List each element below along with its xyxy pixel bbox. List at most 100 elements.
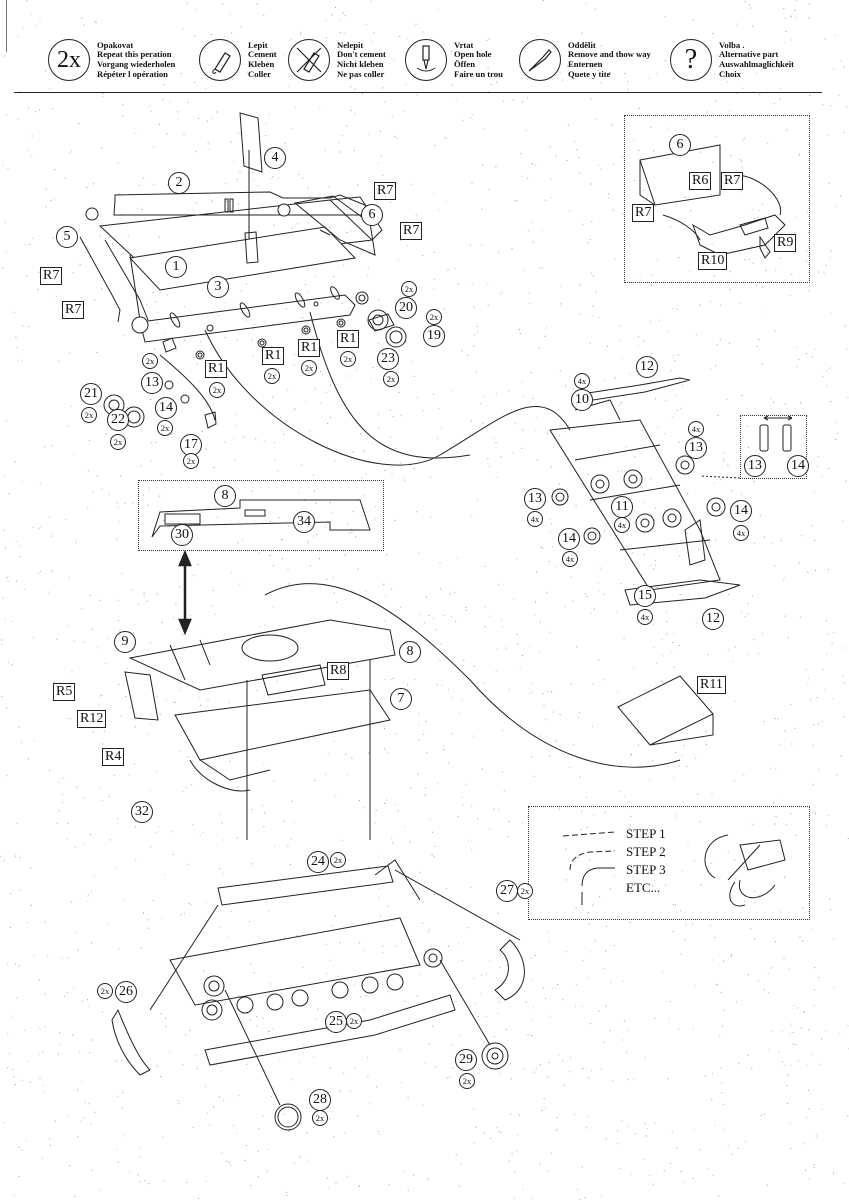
symbol-legend: 2x Opakovat Repeat this peration Vorgang…	[0, 28, 849, 92]
part-callout-25: 25	[325, 1011, 347, 1033]
part-callout-7: 7	[390, 688, 412, 710]
part-callout-13-right: 13	[685, 437, 707, 459]
legend-cement: Lepit Cement Kleben Coller	[199, 28, 277, 92]
part-callout-19: 19	[423, 325, 445, 347]
suspension-assembly	[549, 377, 741, 606]
qty-2x-23: 2x	[383, 371, 399, 387]
legend-remove-text: Oddělit Remove and thow way Enternen Que…	[568, 39, 651, 79]
part-callout-29: 29	[455, 1049, 477, 1071]
part-callout-20: 20	[395, 297, 417, 319]
part-callout-13-left: 13	[524, 488, 546, 510]
part-callout-23: 23	[377, 348, 399, 370]
qty-2x-22: 2x	[110, 434, 126, 450]
resin-label-r1-d: R1	[337, 330, 360, 348]
legend-divider	[14, 92, 822, 93]
qty-4x-14-left: 4x	[562, 551, 578, 567]
part-callout-6-inset: 6	[669, 134, 691, 156]
part-callout-14-upper: 14	[155, 397, 177, 419]
inset-bumper-box	[624, 115, 810, 283]
knife-cut-icon	[519, 39, 561, 81]
qty-2x-14: 2x	[157, 420, 173, 436]
part-callout-13-upper: 13	[141, 372, 163, 394]
step-legend-step-1: STEP 1	[626, 826, 666, 841]
qty-4x-10: 4x	[574, 373, 590, 389]
part-callout-1: 1	[165, 256, 187, 278]
resin-label-r9: R9	[774, 234, 797, 252]
qty-2x-r1-c: 2x	[340, 351, 356, 367]
part-callout-11: 11	[611, 496, 633, 518]
resin-part-r11-block	[617, 675, 714, 746]
part-callout-13-inset: 13	[744, 455, 766, 477]
qty-2x-27: 2x	[517, 883, 533, 899]
part-callout-9: 9	[114, 631, 136, 653]
resin-label-r11: R11	[697, 676, 726, 694]
legend-drill: Vrtat Open hole Öffen Faire un trou	[405, 28, 503, 92]
qty-2x-29: 2x	[459, 1073, 475, 1089]
part-callout-14-left: 14	[558, 528, 580, 550]
step-legend-step-2: STEP 2	[626, 844, 666, 859]
qty-2x-r1-a: 2x	[264, 368, 280, 384]
part-callout-34: 34	[293, 511, 315, 533]
qty-4x-15: 4x	[637, 609, 653, 625]
part-callout-8: 8	[399, 641, 421, 663]
legend-alternative: ? Volba . Alternative part Auswahlmaglic…	[670, 28, 794, 92]
part-callout-12-bottom: 12	[702, 608, 724, 630]
part-callout-26: 26	[115, 981, 137, 1003]
resin-label-r10: R10	[698, 252, 728, 270]
part-8-detail-box	[138, 480, 384, 551]
part-callout-4: 4	[264, 147, 286, 169]
wheel-orientation-box	[740, 415, 807, 479]
qty-2x-20: 2x	[401, 281, 417, 297]
legend-repeat-text: Opakovat Repeat this peration Vorgang wi…	[97, 39, 176, 79]
part-callout-6: 6	[361, 204, 383, 226]
legend-cement-text: Lepit Cement Kleben Coller	[248, 39, 277, 79]
step-legend-step-3: STEP 3	[626, 862, 666, 877]
qty-2x-21: 2x	[81, 407, 97, 423]
part-callout-30: 30	[171, 524, 193, 546]
resin-label-r1-c: R1	[298, 339, 321, 357]
resin-label-r6-inset: R6	[689, 172, 712, 190]
resin-label-r8: R8	[327, 662, 350, 680]
part-callout-14-inset: 14	[787, 455, 809, 477]
part-callout-22: 22	[107, 409, 129, 431]
part-callout-28: 28	[309, 1089, 331, 1111]
resin-label-r7-inset-left: R7	[632, 204, 655, 222]
resin-label-r1-b: R1	[262, 347, 285, 365]
upper-hull-deck	[124, 619, 396, 840]
part-callout-15: 15	[634, 585, 656, 607]
legend-no-cement-text: Nelepit Don't cement Nicht kleben Ne pas…	[337, 39, 386, 79]
part-callout-8-inset: 8	[214, 485, 236, 507]
resin-label-r7-right: R7	[400, 222, 423, 240]
wheel-orientation-inset	[699, 415, 793, 479]
repeat-2x-icon: 2x	[48, 39, 90, 81]
qty-2x-13: 2x	[142, 353, 158, 369]
qty-2x-r1-left: 2x	[209, 382, 225, 398]
cement-glue-tube-icon	[199, 39, 241, 81]
legend-no-cement: Nelepit Don't cement Nicht kleben Ne pas…	[288, 28, 386, 92]
qty-2x-25: 2x	[346, 1013, 362, 1029]
qty-2x-24: 2x	[330, 852, 346, 868]
part-callout-14-right: 14	[730, 500, 752, 522]
part-callout-2: 2	[168, 172, 190, 194]
resin-label-r1-a: R1	[205, 360, 228, 378]
legend-alternative-text: Volba . Alternative part Auswahlmaglichk…	[719, 39, 794, 79]
upper-hull-frame	[79, 191, 383, 343]
legend-drill-text: Vrtat Open hole Öffen Faire un trou	[454, 39, 503, 79]
resin-label-r5: R5	[53, 683, 76, 701]
part-callout-12-top: 12	[636, 356, 658, 378]
resin-label-r7-top: R7	[374, 182, 397, 200]
qty-2x-28: 2x	[312, 1110, 328, 1126]
qty-4x-13-left: 4x	[527, 511, 543, 527]
part-callout-3: 3	[207, 276, 229, 298]
step-legend-box	[528, 806, 810, 920]
qty-2x-17: 2x	[183, 453, 199, 469]
qty-4x-11: 4x	[614, 517, 630, 533]
qty-2x-19: 2x	[426, 309, 442, 325]
resin-label-r12: R12	[77, 710, 107, 728]
resin-label-r7-inset-right: R7	[721, 172, 744, 190]
connector-lines	[159, 229, 681, 768]
part-callout-10: 10	[571, 389, 593, 411]
step-legend-lines	[562, 831, 786, 907]
part-callout-21: 21	[80, 383, 102, 405]
